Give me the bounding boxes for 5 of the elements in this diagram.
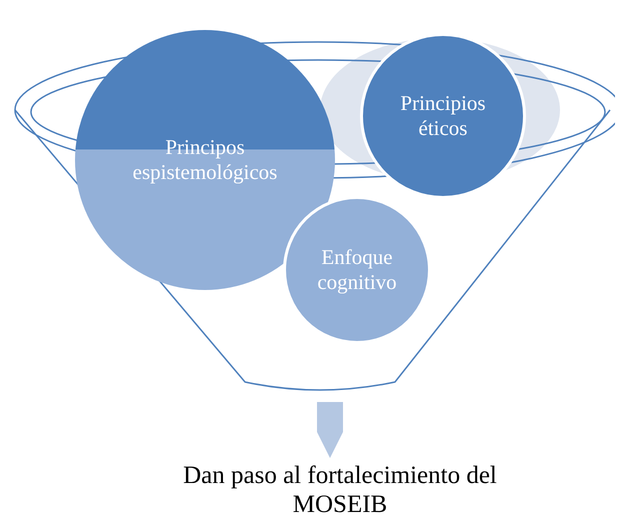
circle-label: Enfoque cognitivo: [316, 244, 398, 296]
circle-label: Principios éticos: [399, 90, 487, 142]
circle-label: Principos espistemológicos: [132, 134, 278, 186]
result-text: Dan paso al fortalecimiento del MOSEIB: [180, 462, 500, 520]
down-arrow: [317, 402, 343, 458]
